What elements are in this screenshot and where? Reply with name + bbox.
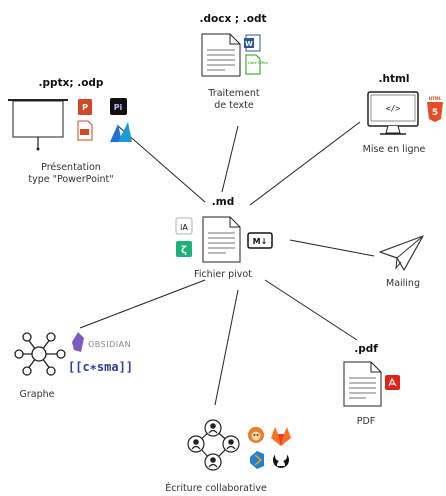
obsidian-icon: OBSIDIAN — [72, 332, 131, 352]
libreoffice-icon: Libre Office — [245, 54, 268, 75]
svg-text:5: 5 — [432, 108, 438, 118]
node-pivot-label: Fichier pivot — [194, 269, 252, 280]
connector-html — [249, 121, 361, 206]
paper-plane-icon — [379, 235, 424, 271]
node-mailing: Mailing — [379, 235, 424, 289]
node-pivot: .md iA ζ M↓ Fichier pivot — [175, 196, 273, 280]
word-icon: W — [244, 34, 261, 52]
node-graph-label: Graphe — [20, 389, 55, 400]
svg-text:HTML: HTML — [429, 96, 442, 101]
node-collab: Écriture collaborative — [165, 419, 291, 494]
node-presentation: .pptx; .odp P Pi Présentation type "Powe… — [8, 77, 132, 185]
svg-text:M↓: M↓ — [253, 237, 268, 246]
node-word-label-2: de texte — [214, 100, 254, 111]
node-web-label: Mise en ligne — [363, 144, 426, 155]
markdown-icon: M↓ — [247, 232, 273, 249]
document-icon — [201, 33, 241, 77]
node-mailing-label: Mailing — [386, 278, 420, 289]
svg-text:W: W — [245, 40, 253, 48]
monitor-icon: </> — [367, 91, 419, 135]
gitlab-icon — [271, 427, 291, 446]
connector-collab — [214, 289, 239, 406]
zettlr-icon: ζ — [176, 241, 192, 257]
document-icon — [343, 361, 382, 407]
node-pivot-ext: .md — [212, 196, 234, 208]
node-web: .html </> HTML 5 Mise en ligne — [363, 73, 443, 155]
connector-word — [221, 125, 239, 193]
powerpoint-icon: P — [78, 99, 92, 115]
github-icon — [273, 451, 289, 468]
connector-pdf — [264, 279, 358, 341]
svg-text:iA: iA — [180, 223, 188, 232]
node-web-ext: .html — [378, 73, 409, 85]
svg-text:P: P — [82, 103, 88, 112]
pitch-icon: Pi — [110, 98, 127, 115]
html5-icon: HTML 5 — [427, 96, 443, 122]
connector-graph — [79, 279, 206, 329]
impress-icon — [77, 120, 93, 141]
svg-text:</>: </> — [386, 104, 401, 113]
projector-screen-icon — [8, 99, 68, 151]
node-word-ext: .docx ; .odt — [200, 13, 267, 25]
connector-mail — [289, 239, 375, 257]
ia-writer-icon: iA — [175, 217, 193, 235]
node-collab-label: Écriture collaborative — [165, 482, 267, 494]
document-icon — [202, 216, 241, 263]
svg-text:[[c∗sma]]: [[c∗sma]] — [68, 360, 133, 374]
cosma-logo: [[c∗sma]] — [68, 360, 133, 374]
node-pdf-ext: .pdf — [354, 343, 378, 355]
node-word-label-1: Traitement — [207, 88, 259, 99]
node-pres-label-1: Présentation — [41, 162, 101, 173]
node-pres-ext: .pptx; .odp — [39, 77, 104, 89]
svg-text:Libre Office: Libre Office — [248, 61, 268, 65]
node-pdf-label: PDF — [357, 416, 376, 427]
code-editor-icon — [250, 451, 264, 469]
mindmeister-icon — [110, 122, 132, 142]
node-word-processing: .docx ; .odt W Libre Office Traitement d… — [200, 13, 268, 111]
node-pres-label-2: type "PowerPoint" — [28, 174, 113, 185]
svg-text:Pi: Pi — [114, 103, 123, 112]
hedgedoc-icon — [248, 427, 264, 443]
connectors — [79, 121, 375, 406]
connector-pres — [117, 125, 206, 203]
graph-network-icon — [14, 332, 66, 376]
svg-text:ζ: ζ — [181, 245, 187, 256]
node-graph: OBSIDIAN [[c∗sma]] Graphe — [14, 332, 133, 400]
acrobat-icon — [385, 375, 400, 390]
svg-text:OBSIDIAN: OBSIDIAN — [88, 340, 131, 349]
node-pdf: .pdf PDF — [343, 343, 400, 427]
collaboration-network-icon — [187, 419, 240, 471]
